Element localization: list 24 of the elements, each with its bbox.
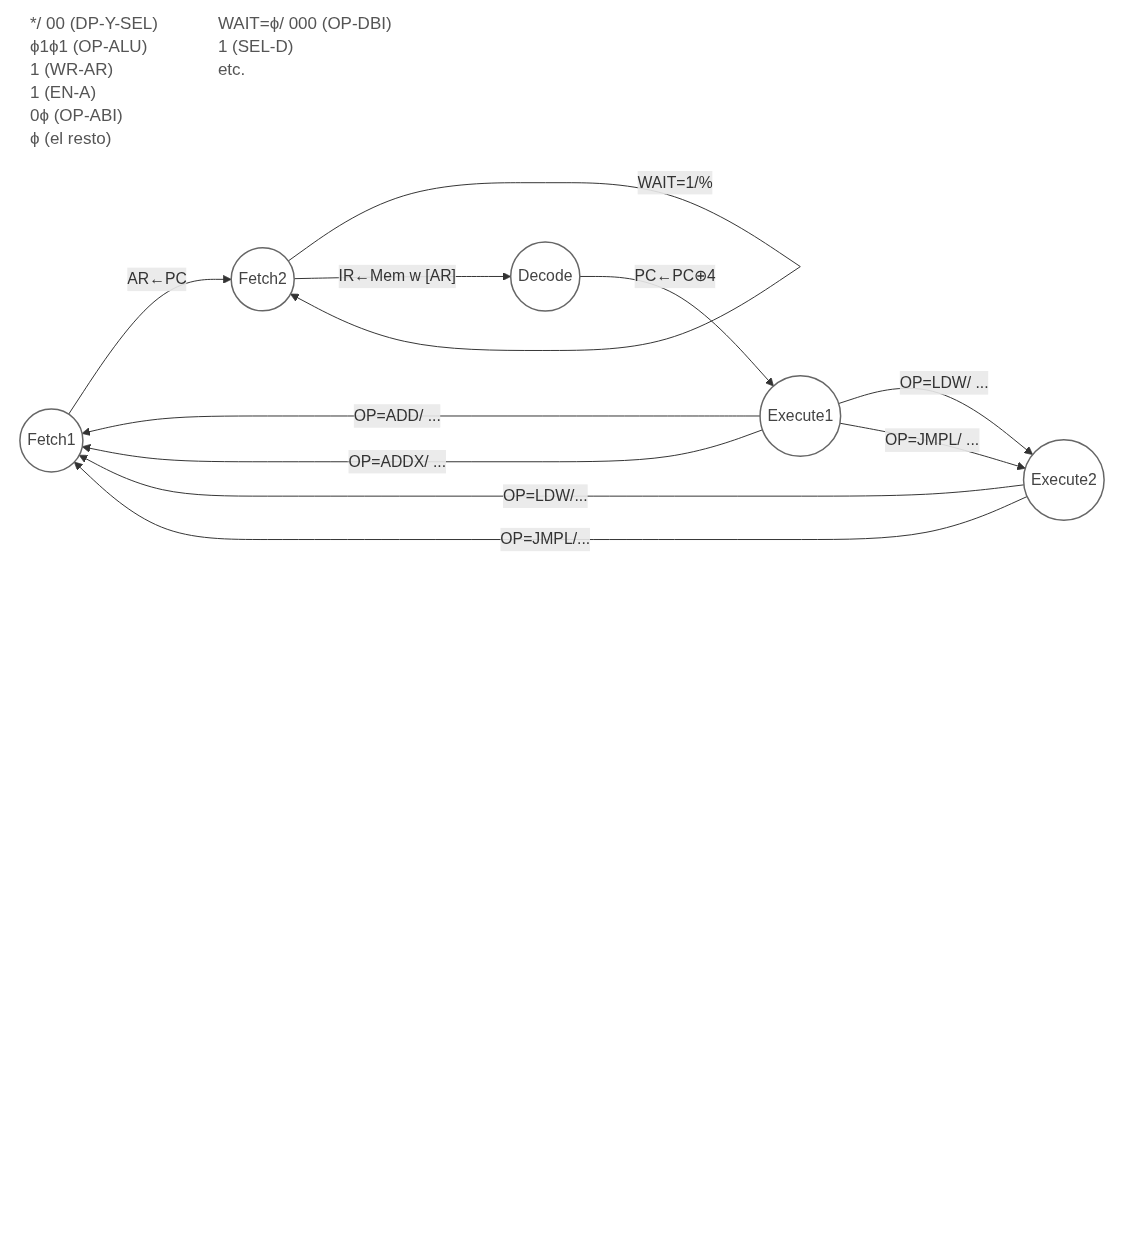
node-circle: Fetch2 bbox=[229, 247, 295, 312]
annotation-text: 1 (WR-AR) bbox=[30, 60, 115, 80]
edge-label: WAIT=1/% bbox=[637, 173, 713, 191]
edge-label: OP=ADD/ ... bbox=[353, 407, 441, 424]
edge-label: AR←PC bbox=[126, 270, 187, 288]
node-circle: Fetch1 bbox=[18, 408, 84, 473]
annotation-text: 1 (SEL-D) bbox=[217, 37, 295, 57]
node-circle: Decode bbox=[509, 241, 581, 312]
annotation-text: WAIT=ϕ/ 000 (OP-DBI) bbox=[217, 14, 392, 34]
edge-label: OP=LDW/... bbox=[502, 487, 588, 505]
node-circle: Execute2 bbox=[1022, 438, 1105, 521]
annotation-text: 0ϕ (OP-ABI) bbox=[30, 106, 124, 126]
edge-label: PC←PC⊕4 bbox=[634, 267, 716, 285]
edge-label: OP=JMPL/ ... bbox=[884, 431, 979, 448]
edge-label: OP=JMPL/... bbox=[499, 530, 590, 548]
annotation-text: 1 (EN-A) bbox=[30, 83, 98, 103]
edge-label: OP=LDW/ ... bbox=[899, 373, 989, 391]
annotation-text: ϕ1ϕ1 (OP-ALU) bbox=[30, 37, 149, 57]
node-circle: Execute1 bbox=[758, 375, 841, 457]
annotation-text: etc. bbox=[217, 60, 247, 80]
annotation-text: */ 00 (DP-Y-SEL) bbox=[30, 14, 158, 34]
edge-label: IR←Mem w [AR] bbox=[338, 267, 456, 285]
edge-label: OP=ADDX/ ... bbox=[347, 452, 446, 470]
annotation-text: ϕ (el resto) bbox=[30, 129, 113, 149]
